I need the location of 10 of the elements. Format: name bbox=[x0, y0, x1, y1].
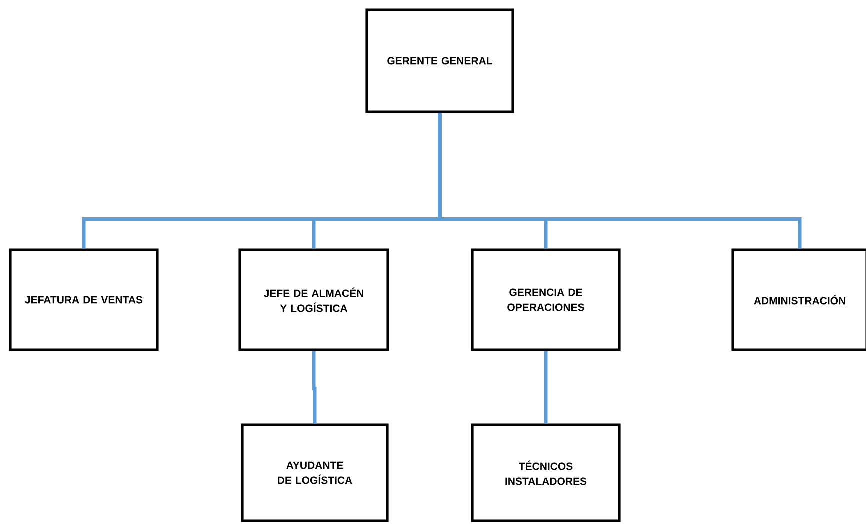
org-box: GERENCIA DE OPERACIONES bbox=[471, 248, 621, 352]
org-box: AYUDANTE DE LOGÍSTICA bbox=[241, 424, 389, 522]
org-box: GERENTE GENERAL bbox=[366, 8, 514, 114]
connector-line bbox=[544, 351, 548, 424]
connector-line bbox=[438, 113, 802, 249]
org-box: TÉCNICOS INSTALADORES bbox=[471, 424, 621, 522]
org-box: ADMINISTRACIÓN bbox=[732, 248, 866, 352]
org-box: JEFATURA DE VENTAS bbox=[9, 248, 159, 352]
org-box: JEFE DE ALMACÉN Y LOGÍSTICA bbox=[238, 248, 390, 352]
connector-line bbox=[312, 351, 317, 424]
